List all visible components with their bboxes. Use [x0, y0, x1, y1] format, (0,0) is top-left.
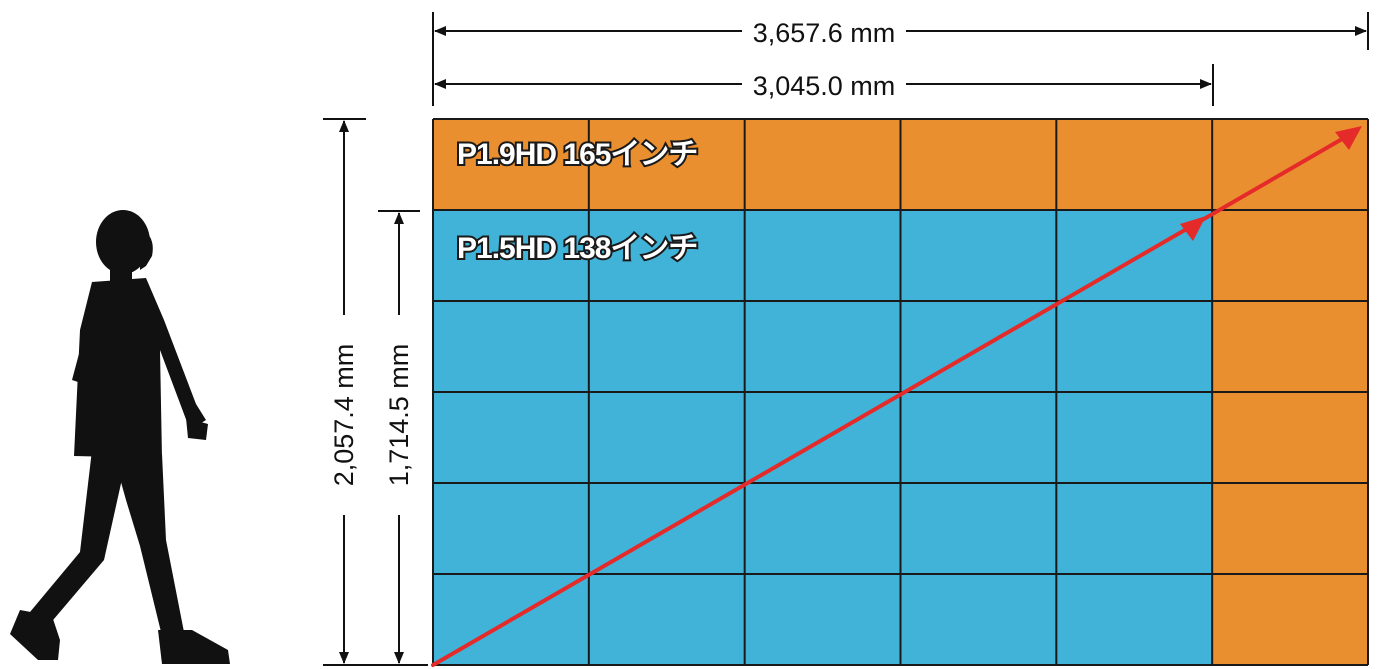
small-height-label: 1,714.5 mm — [384, 344, 414, 487]
large-height-dimension: 2,057.4 mm — [323, 118, 428, 666]
small-width-dimension: 3,045.0 mm — [434, 64, 1214, 106]
large-screen-diagonal-arrowhead — [1335, 126, 1362, 150]
diagonal-arrows — [431, 126, 1362, 667]
large-height-label: 2,057.4 mm — [329, 344, 359, 487]
small-screen-label: P1.5HD 138インチ — [457, 232, 697, 265]
large-screen-label: P1.9HD 165インチ — [457, 138, 697, 171]
large-width-label: 3,657.6 mm — [753, 18, 896, 48]
large-width-dimension: 3,657.6 mm — [432, 12, 1369, 106]
small-width-label: 3,045.0 mm — [753, 71, 896, 101]
small-screen-diagonal-arrowhead — [1180, 216, 1206, 241]
small-height-dimension: 1,714.5 mm — [378, 210, 420, 664]
walking-person-silhouette-icon — [10, 210, 230, 664]
